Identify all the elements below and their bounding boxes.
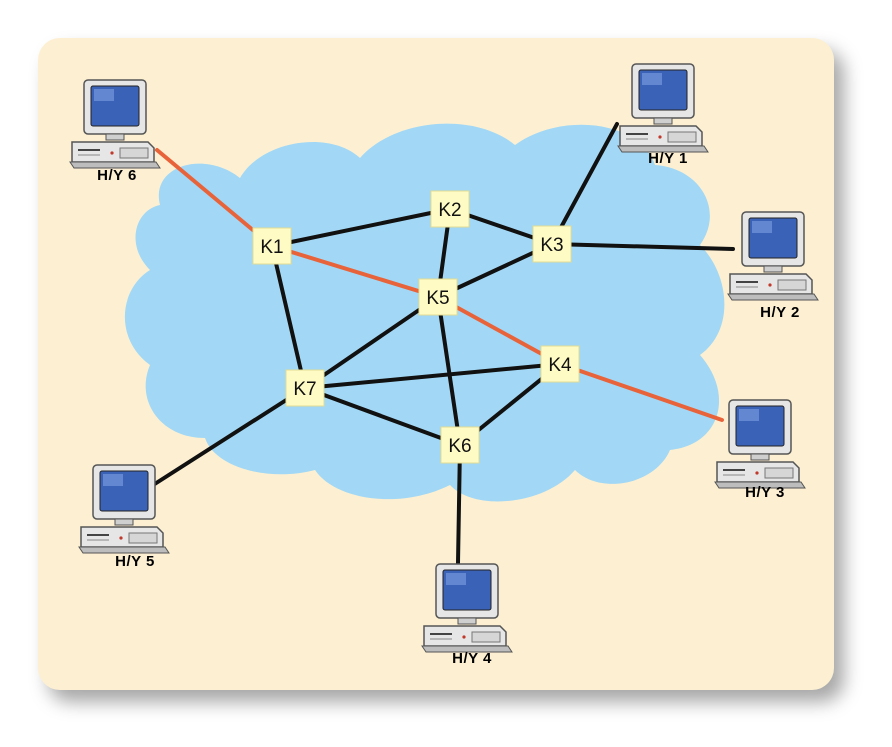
host-label-h1: H/Y 1 bbox=[648, 150, 688, 167]
link-h1-k3 bbox=[550, 122, 619, 246]
host-label-h3: H/Y 3 bbox=[745, 484, 785, 501]
host-label-h4: H/Y 4 bbox=[452, 650, 492, 667]
node-box bbox=[252, 227, 292, 265]
computer-icon bbox=[69, 79, 161, 169]
node-box bbox=[418, 278, 458, 316]
host-label-h2: H/Y 2 bbox=[760, 304, 800, 321]
computer-icon bbox=[421, 563, 513, 653]
node-k1: K1 bbox=[252, 227, 292, 265]
node-k4: K4 bbox=[540, 345, 580, 383]
node-label: K3 bbox=[540, 235, 563, 256]
link-k7-k4 bbox=[303, 362, 562, 390]
computer-icon bbox=[714, 399, 806, 489]
link-k1-k2 bbox=[270, 207, 452, 248]
node-k2: K2 bbox=[430, 190, 470, 228]
node-k7: K7 bbox=[285, 369, 325, 407]
link-k5-k6 bbox=[436, 295, 462, 447]
node-label: K1 bbox=[260, 237, 283, 258]
hosts-layer: H/Y 1 H/Y 2 H/Y 3 H/Y 4 H/Y 5 H/Y 6 bbox=[69, 63, 819, 667]
node-label: K4 bbox=[548, 355, 572, 376]
node-k3: K3 bbox=[532, 225, 572, 263]
node-box bbox=[532, 225, 572, 263]
link-k3-h2 bbox=[550, 242, 735, 251]
node-label: K2 bbox=[438, 200, 461, 221]
link-k7-h5 bbox=[148, 386, 307, 489]
computer-icon bbox=[78, 464, 170, 554]
link-k7-k6 bbox=[303, 386, 462, 447]
link-k1-k5 bbox=[270, 244, 440, 299]
link-k7-k5 bbox=[303, 295, 440, 390]
computer-icon bbox=[727, 211, 819, 301]
node-k6: K6 bbox=[440, 426, 480, 464]
link-k5-k4 bbox=[436, 295, 562, 366]
node-label: K7 bbox=[293, 379, 316, 400]
link-k1-k7 bbox=[270, 244, 307, 390]
computer-icon bbox=[617, 63, 709, 153]
host-label-h6: H/Y 6 bbox=[97, 167, 137, 184]
node-k5: K5 bbox=[418, 278, 458, 316]
node-box bbox=[430, 190, 470, 228]
link-k4-h3 bbox=[558, 362, 724, 422]
node-label: K6 bbox=[448, 436, 471, 457]
node-label: K5 bbox=[426, 288, 449, 309]
host-label-h5: H/Y 5 bbox=[115, 553, 155, 570]
node-box bbox=[285, 369, 325, 407]
node-box bbox=[440, 426, 480, 464]
link-k6-h4 bbox=[456, 443, 462, 565]
node-box bbox=[540, 345, 580, 383]
